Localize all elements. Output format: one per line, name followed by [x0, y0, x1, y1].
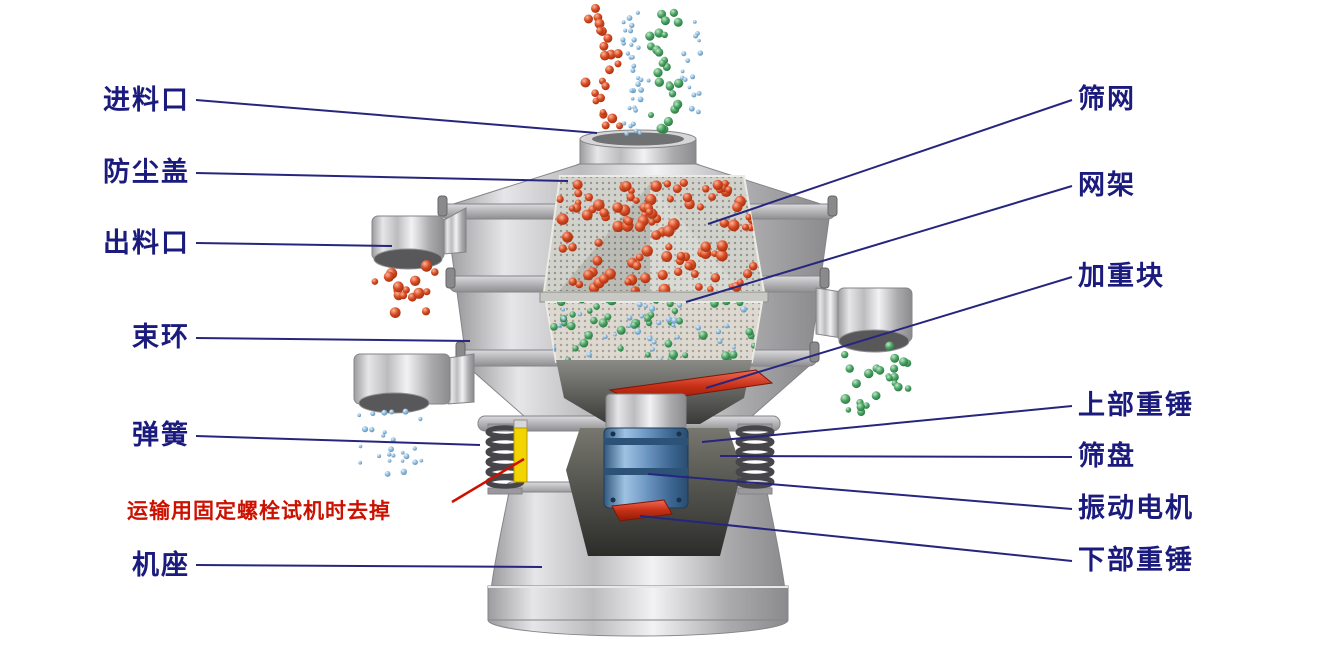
label-feed-inlet: 进料口 — [103, 85, 190, 116]
leader-lower-hammer — [639, 515, 1073, 562]
label-clamp-ring: 束环 — [132, 322, 190, 353]
label-sieve-tray: 筛盘 — [1078, 441, 1136, 472]
label-screen-mesh: 筛网 — [1078, 84, 1136, 115]
leader-lines — [195, 99, 1073, 568]
label-machine-base: 机座 — [132, 550, 190, 581]
leader-discharge-outlet — [195, 242, 393, 247]
spill-red — [371, 260, 439, 318]
label-weight-block: 加重块 — [1078, 261, 1165, 292]
inlet-stream-red — [580, 3, 624, 130]
mesh-frame-part — [539, 291, 769, 303]
label-mesh-frame: 网架 — [1078, 170, 1136, 201]
leader-spring — [195, 435, 481, 446]
label-lower-hammer: 下部重锤 — [1078, 545, 1194, 576]
transport-bolt — [513, 419, 528, 429]
label-upper-hammer: 上部重锤 — [1078, 390, 1194, 421]
label-transport-bolt-warning: 运输用固定螺栓试机时去掉 — [127, 499, 391, 523]
leader-mesh-frame — [685, 185, 1073, 303]
leader-transport-bolt — [451, 457, 525, 504]
label-vibration-motor: 振动电机 — [1078, 493, 1194, 524]
bearing-housing — [605, 393, 687, 431]
particles-red-chamber — [556, 178, 761, 292]
inlet-stream-blue — [620, 10, 651, 136]
label-dust-cover: 防尘盖 — [103, 157, 190, 188]
spill-blue — [357, 408, 424, 477]
leader-feed-inlet — [195, 99, 598, 134]
leader-vibration-motor — [647, 473, 1073, 510]
lower-mesh-chamber — [544, 301, 764, 363]
leader-dust-cover — [195, 172, 569, 182]
inlet-stream-green — [645, 8, 684, 134]
spouts — [353, 207, 913, 414]
spill-green — [840, 341, 912, 416]
right-spout — [815, 287, 913, 353]
leader-upper-hammer — [701, 405, 1073, 443]
inlet-stream-blue2 — [680, 20, 704, 115]
lower-left-spout — [353, 353, 475, 414]
leader-screen-mesh — [707, 99, 1073, 225]
label-spring: 弹簧 — [132, 420, 190, 451]
leader-clamp-ring — [195, 337, 471, 342]
leader-sieve-tray — [719, 455, 1073, 458]
vibration-motor-assembly — [603, 369, 774, 522]
leader-machine-base — [195, 564, 543, 568]
transport-bolt-shaft — [513, 427, 528, 483]
lower-hammer-part — [611, 499, 673, 522]
discharge-outlet-part — [371, 207, 467, 270]
label-discharge-outlet: 出料口 — [103, 228, 190, 259]
leader-weight-block — [705, 276, 1073, 389]
